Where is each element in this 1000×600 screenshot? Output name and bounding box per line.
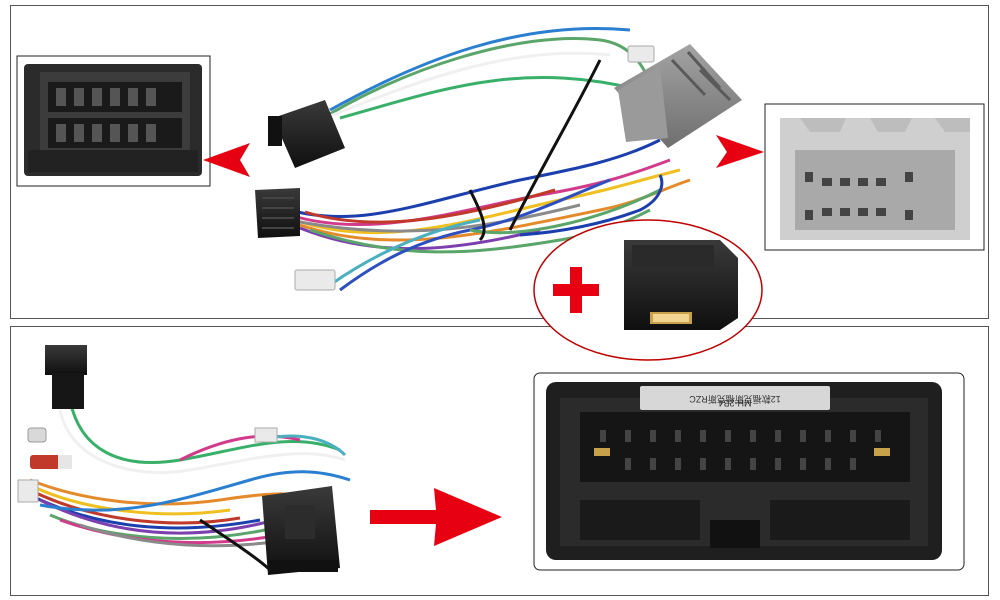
bottom-white-plugs [17,427,278,503]
bottom-black-connector-main [262,486,340,575]
white-plug-upper [627,45,655,63]
black-connector-closeup [16,55,211,187]
top-wiring-harness [289,26,691,292]
large-right-arrow [370,488,502,546]
grey-connector-closeup [764,103,985,251]
black-connector-closeup-bottom: 12款福克斯福克斯RZC MH-2B4 [533,372,965,571]
decoder-box-callout [533,219,763,361]
rca-plugs [27,427,72,469]
bottom-wiring-harness [29,399,351,572]
bottom-black-connector-upper [45,345,87,409]
white-plug-lower [294,269,336,291]
harness-black-connector-lower [255,188,300,238]
left-arrow [203,143,250,177]
harness-grey-connector [614,44,742,148]
harness-black-connector-upper [268,100,345,168]
box-label-line1: 12款福克斯福克斯RZC [689,394,781,405]
box-label-line2: MH-2B4 [718,398,751,408]
right-arrow [716,135,764,168]
